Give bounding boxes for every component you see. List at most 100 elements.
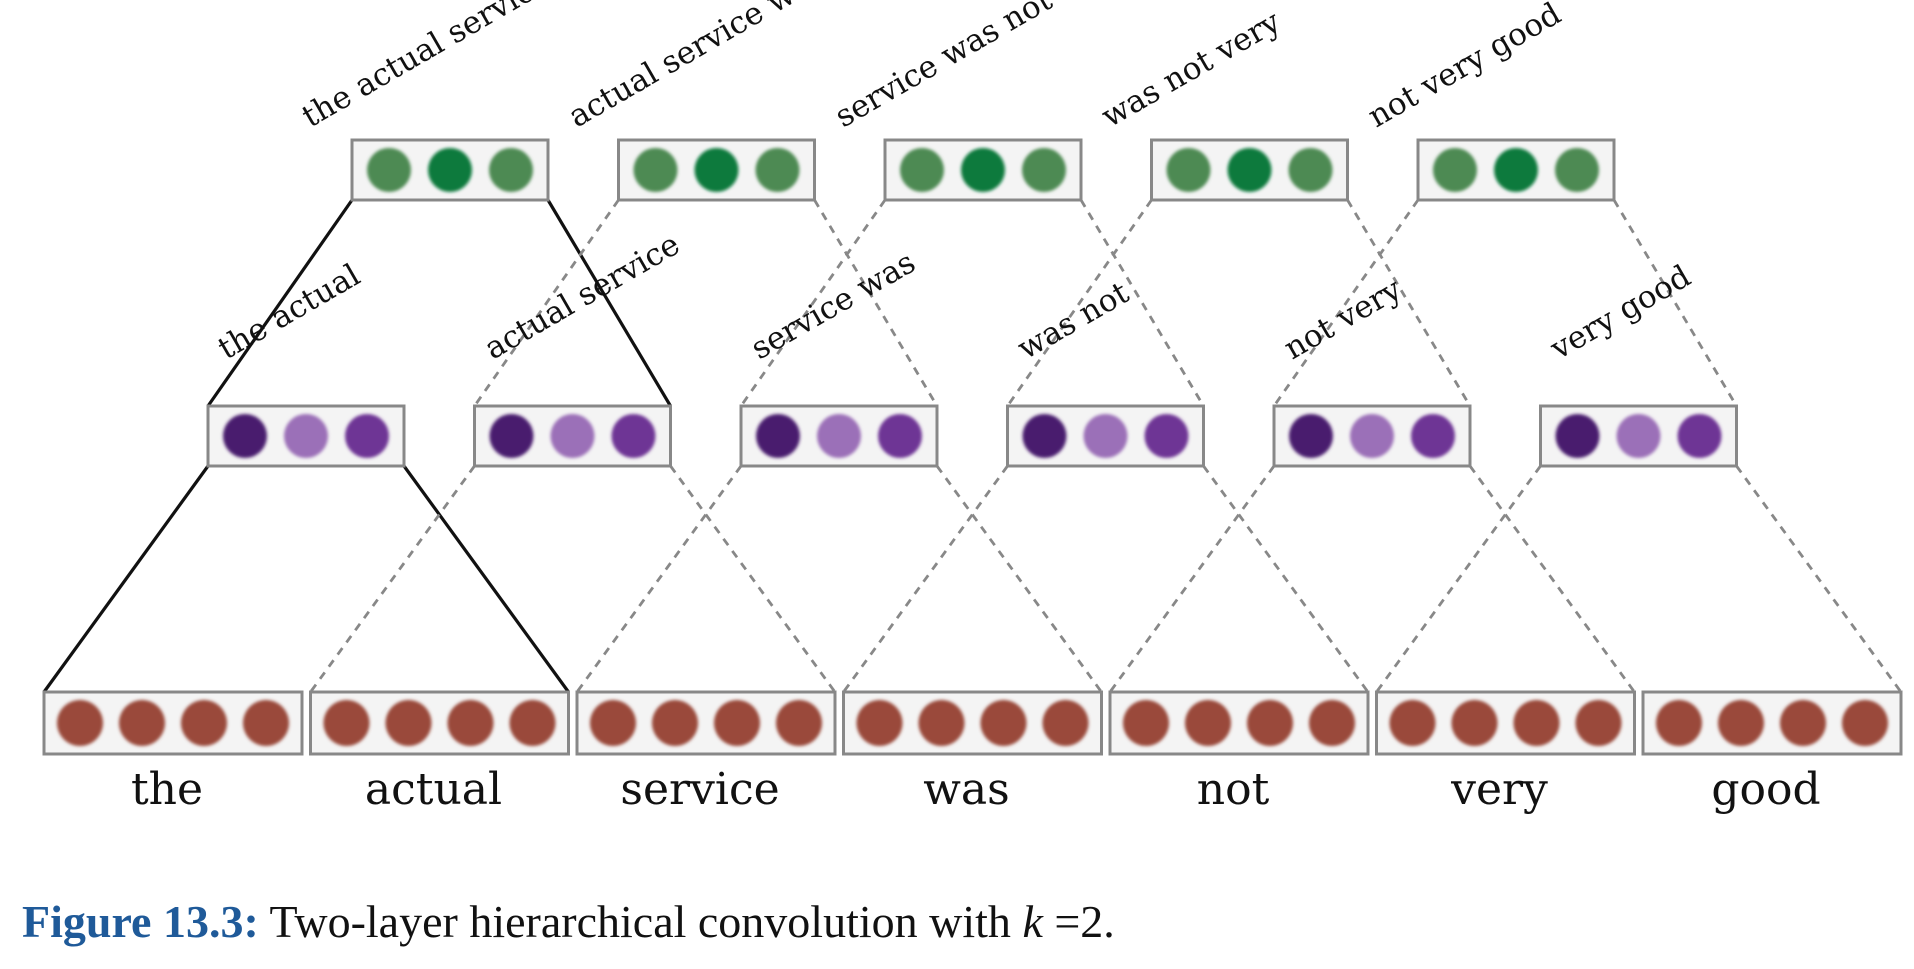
trigram-label: the actual service — [296, 0, 556, 135]
word-label: was — [923, 764, 1009, 815]
connector-line — [669, 465, 837, 693]
bigram-vector-dot — [345, 414, 389, 458]
word-vector-service — [575, 690, 837, 756]
word-vector-the-dot — [57, 700, 103, 746]
word-vector-good-dot — [1718, 700, 1764, 746]
word-vector-actual-dot — [323, 700, 370, 746]
connector-line — [1272, 199, 1420, 407]
trigram-vector-dot — [694, 148, 739, 192]
trigram-vector — [1416, 138, 1616, 202]
bigram-vector-dot — [284, 414, 328, 458]
word-label: good — [1711, 764, 1820, 815]
word-vector-not-dot — [1309, 700, 1355, 746]
trigram-vector-dot — [1166, 148, 1211, 192]
figure-number: Figure 13.3: — [22, 896, 259, 947]
word-label: the — [131, 764, 203, 815]
caption-k: k — [1022, 896, 1043, 947]
trigram-vector — [350, 138, 550, 202]
word-label: service — [620, 764, 779, 815]
connector-line — [1006, 199, 1153, 407]
bigram-label: was not — [1012, 275, 1136, 367]
vector-boxes — [42, 138, 1903, 756]
connector-line — [575, 465, 743, 693]
bigram-vector — [473, 404, 672, 468]
connector-line — [842, 465, 1009, 693]
connector-line — [1346, 199, 1472, 407]
word-vector-actual-dot — [385, 700, 432, 746]
word-vector-very-dot — [1389, 700, 1436, 746]
word-vector-good — [1641, 690, 1903, 756]
word-vector-the — [42, 690, 304, 756]
word-vector-good-dot — [1656, 700, 1702, 746]
word-vector-was — [842, 690, 1103, 756]
connector-line — [309, 465, 476, 693]
connector-line — [402, 465, 570, 693]
bigram-vector-dot — [1411, 414, 1455, 458]
connector-line — [1202, 465, 1370, 693]
connector-line — [1108, 465, 1276, 693]
word-vector-very-dot — [1451, 700, 1498, 746]
word-label: actual — [365, 764, 502, 815]
connector-line — [1468, 465, 1636, 693]
bigram-vector — [1272, 404, 1472, 468]
trigram-label: not very good — [1362, 0, 1567, 135]
trigram-vector-dot — [489, 148, 533, 192]
bigram-label: actual service — [479, 226, 686, 367]
bigram-vector — [1539, 404, 1738, 468]
bigram-vector — [1006, 404, 1205, 468]
word-vector-not-dot — [1247, 700, 1293, 746]
bigram-vector — [206, 404, 406, 468]
connector-line — [1375, 465, 1542, 693]
word-vector-was-dot — [856, 700, 903, 746]
trigram-vector-dot — [1288, 148, 1333, 192]
word-vector-service-dot — [652, 700, 698, 746]
bigram-vector-dot — [1289, 414, 1333, 458]
connector-line — [1612, 199, 1738, 407]
word-vector-very-dot — [1513, 700, 1560, 746]
connector-line — [739, 199, 887, 407]
trigram-vector-dot — [428, 148, 472, 192]
trigram-vector — [883, 138, 1083, 202]
bigram-vector-dot — [611, 414, 656, 458]
trigram-vector-dot — [755, 148, 800, 192]
bigram-vector-dot — [223, 414, 267, 458]
word-vector-not — [1108, 690, 1370, 756]
bigram-label: not very — [1278, 271, 1408, 367]
trigram-label: was not very — [1096, 4, 1288, 135]
trigram-vector-dot — [1433, 148, 1477, 192]
bigram-label: service was — [745, 244, 921, 367]
word-vector-was-dot — [918, 700, 965, 746]
trigram-label: actual service was — [563, 0, 832, 135]
bigram-vector-dot — [489, 414, 534, 458]
connector-lines — [42, 199, 1903, 693]
caption-equals: =2. — [1042, 896, 1115, 947]
word-vector-not-dot — [1123, 700, 1169, 746]
bigram-vector-dot — [1555, 414, 1600, 458]
figure-caption: Figure 13.3: Two-layer hierarchical conv… — [22, 895, 1115, 948]
trigram-vector-dot — [1022, 148, 1066, 192]
word-vector-actual — [309, 690, 570, 756]
word-vector-service-dot — [776, 700, 822, 746]
connector-line — [935, 465, 1103, 693]
trigram-vector-dot — [633, 148, 678, 192]
connector-line — [1735, 465, 1903, 693]
bigram-vector-dot — [878, 414, 922, 458]
word-vector-the-dot — [181, 700, 227, 746]
trigram-vector-dot — [367, 148, 411, 192]
bigram-vector-dot — [1350, 414, 1394, 458]
word-vector-actual-dot — [447, 700, 494, 746]
connector-line — [42, 465, 210, 693]
word-vector-the-dot — [119, 700, 165, 746]
word-vector-service-dot — [590, 700, 636, 746]
word-vector-good-dot — [1780, 700, 1826, 746]
word-vector-not-dot — [1185, 700, 1231, 746]
word-vector-was-dot — [980, 700, 1027, 746]
trigram-vector-dot — [1494, 148, 1538, 192]
word-vector-service-dot — [714, 700, 760, 746]
bigram-vector-dot — [817, 414, 861, 458]
trigram-vector-dot — [1227, 148, 1272, 192]
word-vector-very-dot — [1575, 700, 1622, 746]
trigram-vector — [617, 138, 816, 202]
bigram-label: very good — [1544, 258, 1697, 367]
